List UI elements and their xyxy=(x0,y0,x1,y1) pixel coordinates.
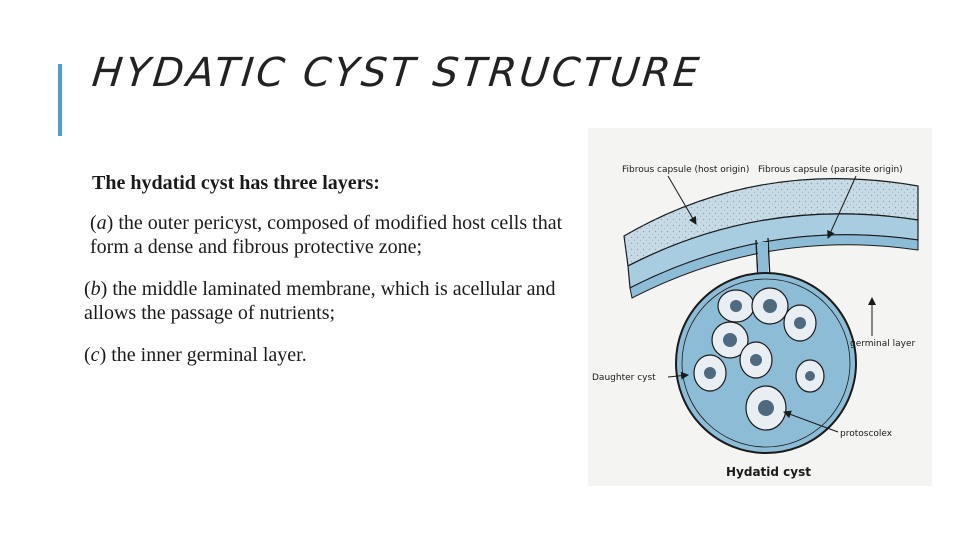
arrow-protoscolex xyxy=(783,410,839,433)
layer-text-a: the outer pericyst, composed of modified… xyxy=(90,212,563,258)
arrow-daughter-cyst xyxy=(667,371,689,380)
hydatid-cyst-figure: Fibrous capsule (host origin) Fibrous ca… xyxy=(588,128,932,486)
slide-title: HYDATIC CYST STRUCTURE xyxy=(90,50,704,96)
layer-letter-b: b xyxy=(90,278,101,300)
arrow-fibrous-host xyxy=(667,175,697,225)
layer-item-b: (b) the middle laminated membrane, which… xyxy=(84,278,556,324)
layer-text-c: the inner germinal layer. xyxy=(106,344,307,366)
layer-item-a: (a) the outer pericyst, composed of modi… xyxy=(90,212,563,258)
arrow-fibrous-parasite xyxy=(827,175,857,239)
title-accent-bar xyxy=(58,64,62,136)
figure-caption: Hydatid cyst xyxy=(726,465,811,479)
intro-text: The hydatid cyst has three layers: xyxy=(92,172,380,194)
slide-body: The hydatid cyst has three layers: (a) t… xyxy=(84,172,584,385)
layer-letter-a: a xyxy=(96,212,107,234)
label-daughter-cyst: Daughter cyst xyxy=(592,373,656,383)
hydatid-cyst-diagram: Fibrous capsule (host origin) Fibrous ca… xyxy=(592,165,919,479)
layer-text-b: the middle laminated membrane, which is … xyxy=(84,278,556,324)
label-fibrous-parasite: Fibrous capsule (parasite origin) xyxy=(758,165,903,175)
layer-item-c: (c) the inner germinal layer. xyxy=(84,344,307,366)
label-germinal-layer: germinal layer xyxy=(850,339,916,349)
label-fibrous-host: Fibrous capsule (host origin) xyxy=(622,165,749,175)
layer-letter-c: c xyxy=(90,344,100,366)
label-protoscolex: protoscolex xyxy=(840,429,893,439)
